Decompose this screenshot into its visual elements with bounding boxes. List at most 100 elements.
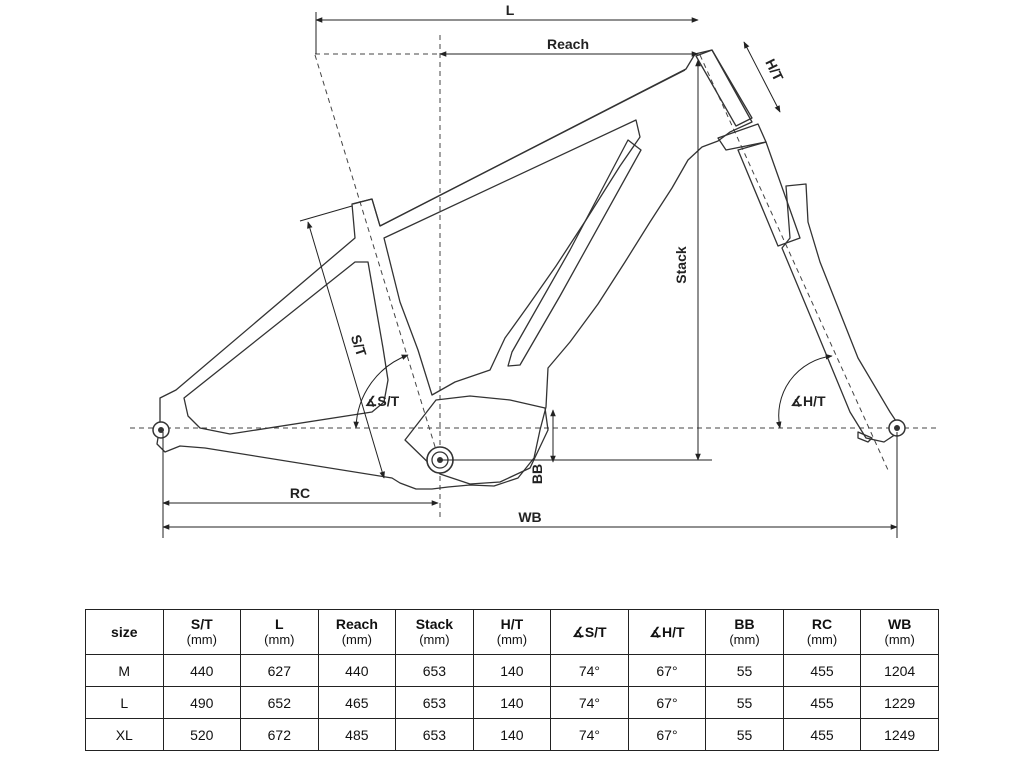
table-cell: 67°	[627, 718, 707, 751]
column-header-label: RC	[811, 616, 833, 632]
table-cell: 55	[705, 654, 784, 687]
column-header-label: Reach	[335, 616, 378, 632]
label-stack: Stack	[673, 246, 689, 284]
frame-outline	[156, 49, 753, 490]
column-header: L(mm)	[240, 609, 319, 655]
ht-angle-arc	[775, 353, 833, 429]
label-rc: RC	[290, 485, 310, 501]
size-cell: L	[85, 686, 164, 719]
column-header-unit: (mm)	[806, 632, 838, 647]
table-cell: 67°	[627, 686, 707, 719]
frame-geometry-diagram: L Reach H/T Stack S/T ∡S/T ∡H/T BB RC WB	[130, 2, 940, 538]
label-st: S/T	[348, 333, 370, 359]
fork	[695, 49, 903, 443]
column-header: S/T(mm)	[162, 609, 242, 655]
table-cell: 55	[705, 718, 784, 751]
column-header: BB(mm)	[705, 609, 784, 655]
reference-lines	[130, 35, 940, 520]
label-bb: BB	[529, 464, 545, 484]
st-angle-arc	[353, 354, 409, 429]
column-header-label: L	[275, 616, 284, 632]
column-header-label: S/T	[190, 616, 213, 632]
column-header: RC(mm)	[782, 609, 862, 655]
table-cell: 74°	[550, 718, 629, 751]
table-cell: 440	[162, 654, 242, 687]
column-header: Reach(mm)	[317, 609, 397, 655]
seatpost-stub	[352, 198, 381, 227]
table-cell: 74°	[550, 654, 629, 687]
column-header-unit: (mm)	[186, 632, 217, 647]
size-cell: XL	[85, 718, 164, 751]
table-cell: 652	[240, 686, 319, 719]
size-cell: M	[85, 654, 164, 687]
column-header-unit: (mm)	[341, 632, 373, 647]
table-cell: 55	[705, 686, 784, 719]
column-header: ∡H/T	[627, 609, 707, 655]
column-header-label: size	[111, 623, 138, 640]
battery-slot	[507, 139, 642, 367]
front-axle-inner	[894, 425, 900, 431]
st-top-tick	[299, 205, 353, 222]
fork-lower-leg	[781, 183, 903, 443]
label-st-angle: ∡S/T	[365, 393, 400, 409]
table-cell: 455	[782, 686, 862, 719]
column-header-label: WB	[887, 616, 912, 632]
column-header-unit: (mm)	[729, 632, 760, 647]
bike-frame	[156, 49, 753, 490]
table-cell: 140	[472, 654, 552, 687]
label-wb: WB	[518, 509, 541, 525]
column-header: H/T(mm)	[472, 609, 552, 655]
table-cell: 1229	[860, 686, 939, 719]
table-cell: 455	[782, 718, 862, 751]
column-header-label: ∡S/T	[572, 623, 607, 640]
table-cell: 440	[317, 654, 397, 687]
table-cell: 140	[472, 686, 552, 719]
column-header: ∡S/T	[550, 609, 629, 655]
table-cell: 653	[395, 718, 474, 751]
rear-axle-inner	[158, 427, 164, 433]
column-header-unit: (mm)	[419, 632, 450, 647]
column-header-unit: (mm)	[496, 632, 528, 647]
column-header-unit: (mm)	[264, 632, 295, 647]
column-header: size	[85, 609, 164, 655]
table-cell: 490	[162, 686, 242, 719]
label-reach: Reach	[547, 36, 589, 52]
table-cell: 653	[395, 686, 474, 719]
table-cell: 653	[395, 654, 474, 687]
table-cell: 520	[162, 718, 242, 751]
column-header-unit: (mm)	[884, 632, 915, 647]
fork-dropout-tab	[857, 431, 873, 443]
headset	[717, 123, 767, 151]
down-tube-inner-edge	[379, 69, 686, 227]
column-header: WB(mm)	[860, 609, 939, 655]
table-cell: 1249	[860, 718, 939, 751]
main-triangle-cutout	[383, 119, 641, 396]
column-header-label: ∡H/T	[649, 623, 685, 640]
table-cell: 465	[317, 686, 397, 719]
ht-dimension	[743, 41, 781, 113]
bottom-bracket-area	[404, 395, 549, 485]
table-cell: 455	[782, 654, 862, 687]
dimension-lines	[162, 12, 898, 538]
table-cell: 74°	[550, 686, 629, 719]
head-tube	[695, 49, 753, 127]
table-cell: 672	[240, 718, 319, 751]
seat-tube-axis-line	[314, 54, 441, 464]
steering-axis-line	[699, 54, 889, 471]
st-dimension	[307, 221, 385, 479]
column-header-label: Stack	[415, 616, 454, 632]
label-ht-angle: ∡H/T	[790, 393, 826, 409]
table-cell: 485	[317, 718, 397, 751]
table-cell: 627	[240, 654, 319, 687]
table-cell: 67°	[627, 654, 707, 687]
table-cell: 140	[472, 718, 552, 751]
table-cell: 1204	[860, 654, 939, 687]
label-ht: H/T	[762, 56, 786, 84]
column-header-label: H/T	[500, 616, 524, 632]
